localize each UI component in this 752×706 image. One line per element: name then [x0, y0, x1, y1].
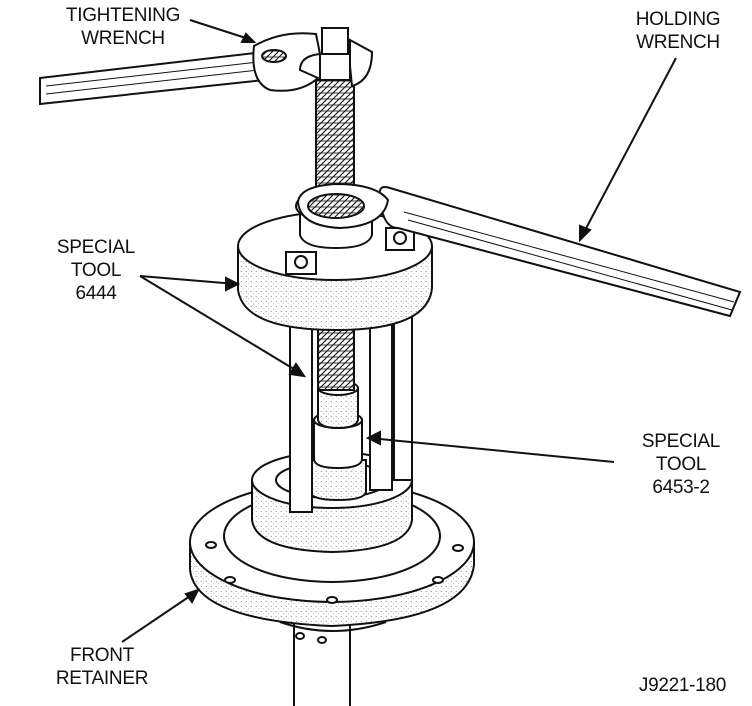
- tightening-wrench: [39, 32, 374, 106]
- label-line: RETAINER: [55, 668, 149, 689]
- label-line: SPECIAL: [641, 431, 721, 452]
- label-line: HOLDING: [635, 9, 721, 30]
- leader-tool-6444-post: [139, 275, 307, 378]
- label-special-tool-6444: SPECIAL TOOL 6444: [36, 236, 156, 305]
- leader-tool-6453-2: [365, 430, 615, 463]
- figure-id: J9221-180: [638, 675, 726, 696]
- label-front-retainer: FRONT RETAINER: [38, 644, 166, 690]
- label-line: WRENCH: [81, 28, 165, 49]
- label-line: TOOL: [655, 454, 707, 475]
- leader-tool-6444-plate: [139, 275, 241, 292]
- leader-lines: [121, 19, 677, 643]
- holding-wrench: [296, 182, 742, 318]
- special-tool-6444-plate: [237, 189, 433, 332]
- label-line: FRONT: [70, 645, 134, 666]
- leader-tightening-wrench: [189, 19, 257, 43]
- label-tightening-wrench: TIGHTENING WRENCH: [52, 4, 194, 50]
- leader-holding-wrench: [579, 57, 677, 243]
- leader-front-retainer: [121, 588, 200, 643]
- label-line: TIGHTENING: [65, 5, 181, 26]
- label-special-tool-6453-2: SPECIAL TOOL 6453-2: [618, 430, 744, 499]
- label-line: WRENCH: [636, 32, 720, 53]
- label-line: SPECIAL: [56, 237, 136, 258]
- label-holding-wrench: HOLDING WRENCH: [604, 8, 752, 54]
- label-line: 6444: [75, 283, 117, 304]
- label-line: 6453-2: [652, 477, 710, 498]
- output-shaft: [293, 620, 351, 706]
- special-tool-6453-2-body: [309, 380, 367, 502]
- label-line: TOOL: [70, 260, 122, 281]
